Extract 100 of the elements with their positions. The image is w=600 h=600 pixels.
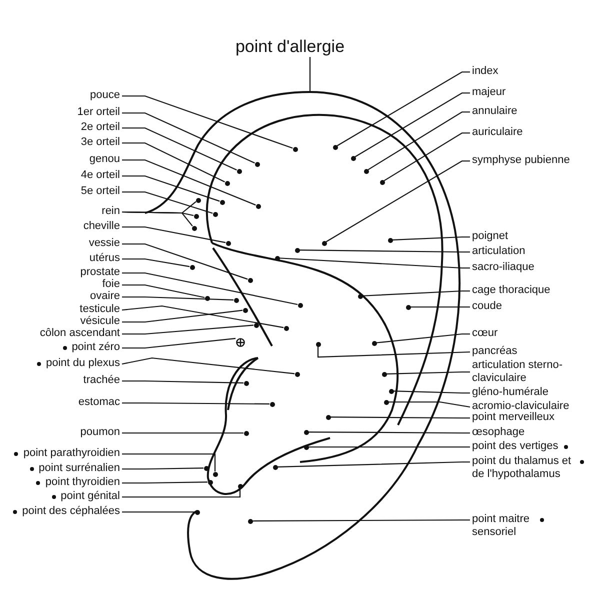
leader-line <box>122 324 254 335</box>
leader-line <box>308 431 470 434</box>
acupoint-dot <box>196 198 200 202</box>
acupoint-dot <box>384 400 388 404</box>
point-label: vessie <box>88 237 120 250</box>
leader-line <box>410 306 470 308</box>
point-label: point d'allergie <box>235 37 345 57</box>
leader-line <box>279 258 470 269</box>
leader-line <box>393 390 470 394</box>
acupoint-dot <box>254 162 260 166</box>
point-label: point zéro <box>72 341 120 354</box>
point-label: pancréas <box>472 345 518 358</box>
point-label: estomac <box>78 396 120 409</box>
acupoint-dot <box>406 304 410 310</box>
leader-line <box>122 272 298 306</box>
leader-line <box>122 127 237 170</box>
point-label: poignet <box>472 230 508 243</box>
acupoint-dot <box>272 464 278 470</box>
point-label: auriculaire <box>472 126 523 139</box>
acupoint-dot <box>242 308 248 312</box>
point-label: 5e orteil <box>80 185 120 198</box>
point-label: point des vertiges <box>472 440 558 453</box>
point-label: point thyroidien <box>45 476 120 489</box>
point-label: cage thoracique <box>472 284 550 297</box>
leader-line <box>122 95 293 149</box>
point-label: 3e orteil <box>80 136 120 149</box>
leader-line <box>122 175 220 202</box>
acupoint-dot <box>350 156 356 160</box>
point-label: utérus <box>89 252 120 265</box>
leader-line <box>308 446 470 448</box>
point-label: ovaire <box>90 290 120 303</box>
acupoint-dot <box>236 168 242 174</box>
leader-line <box>376 333 470 344</box>
point-label: point du thalamus et de l'hypothalamus <box>472 455 578 481</box>
acupoint-dot <box>248 518 252 524</box>
point-label: genou <box>89 153 120 166</box>
point-label: foie <box>102 278 120 291</box>
leader-line <box>122 338 236 349</box>
leader-line <box>330 416 470 419</box>
acupoint-dot <box>332 144 338 150</box>
point-label: côlon ascendant <box>40 327 120 340</box>
acupoint-dot <box>256 204 260 208</box>
point-label: sacro-iliaque <box>472 261 534 274</box>
leader-line <box>122 284 205 298</box>
acupoint-dot <box>274 256 280 260</box>
acupoint-dot <box>322 240 326 246</box>
point-label: point maitre sensoriel <box>472 513 552 539</box>
point-label: articulation <box>472 245 526 258</box>
point-label: 4e orteil <box>80 169 120 182</box>
acupoint-dot <box>270 402 274 406</box>
leader-line <box>122 258 190 268</box>
leader-line <box>122 357 295 374</box>
acupoint-dot <box>192 226 196 230</box>
point-label: rein <box>102 205 120 218</box>
acupoint-dot <box>388 238 392 242</box>
acupoint-dot <box>316 342 320 346</box>
point-label: pouce <box>90 89 120 102</box>
acupoint-dot <box>304 430 308 434</box>
acupoint-dot <box>194 214 198 218</box>
leader-line <box>300 249 470 253</box>
leader-line <box>309 57 311 92</box>
point-label: vésicule <box>80 315 120 328</box>
leader-line <box>384 132 470 182</box>
acupoint-dot <box>364 168 368 174</box>
point-label: acromio-claviculaire <box>472 400 570 413</box>
acupoint-dot <box>244 430 248 436</box>
acupoint-dot <box>326 414 330 420</box>
leader-line <box>122 296 234 300</box>
leader-line <box>252 519 470 522</box>
acupoint-dot <box>194 510 200 514</box>
leader-line <box>122 310 243 323</box>
leader-line <box>122 402 270 405</box>
acupoint-dot <box>298 302 302 308</box>
point-label: gléno-humérale <box>472 386 548 399</box>
acupoint-dot <box>284 326 288 330</box>
leader-line <box>122 468 204 470</box>
point-label: prostate <box>80 266 120 279</box>
acupoint-dot <box>224 180 230 186</box>
leader-line <box>122 380 244 384</box>
acupoint-dot <box>248 278 252 282</box>
acupoint-dot <box>304 444 308 450</box>
leader-line <box>122 211 193 226</box>
leader-line <box>122 243 248 280</box>
leader-line <box>122 488 241 498</box>
point-label: point merveilleux <box>472 411 555 424</box>
point-label: majeur <box>472 86 506 99</box>
point-label: œsophage <box>472 426 525 439</box>
leader-line <box>122 112 255 164</box>
leader-line <box>122 511 194 513</box>
acupoint-dot <box>212 212 218 216</box>
leader-line <box>122 191 213 214</box>
leader-line <box>122 482 208 484</box>
leader-line <box>388 401 470 408</box>
point-label: point parathyroidien <box>23 447 120 460</box>
leader-line <box>336 71 470 146</box>
acupoint-dot <box>382 372 386 376</box>
acupoint-dot <box>292 146 298 152</box>
point-label: annulaire <box>472 105 518 118</box>
acupoint-dot <box>294 372 300 376</box>
point-label: poumon <box>80 426 120 439</box>
